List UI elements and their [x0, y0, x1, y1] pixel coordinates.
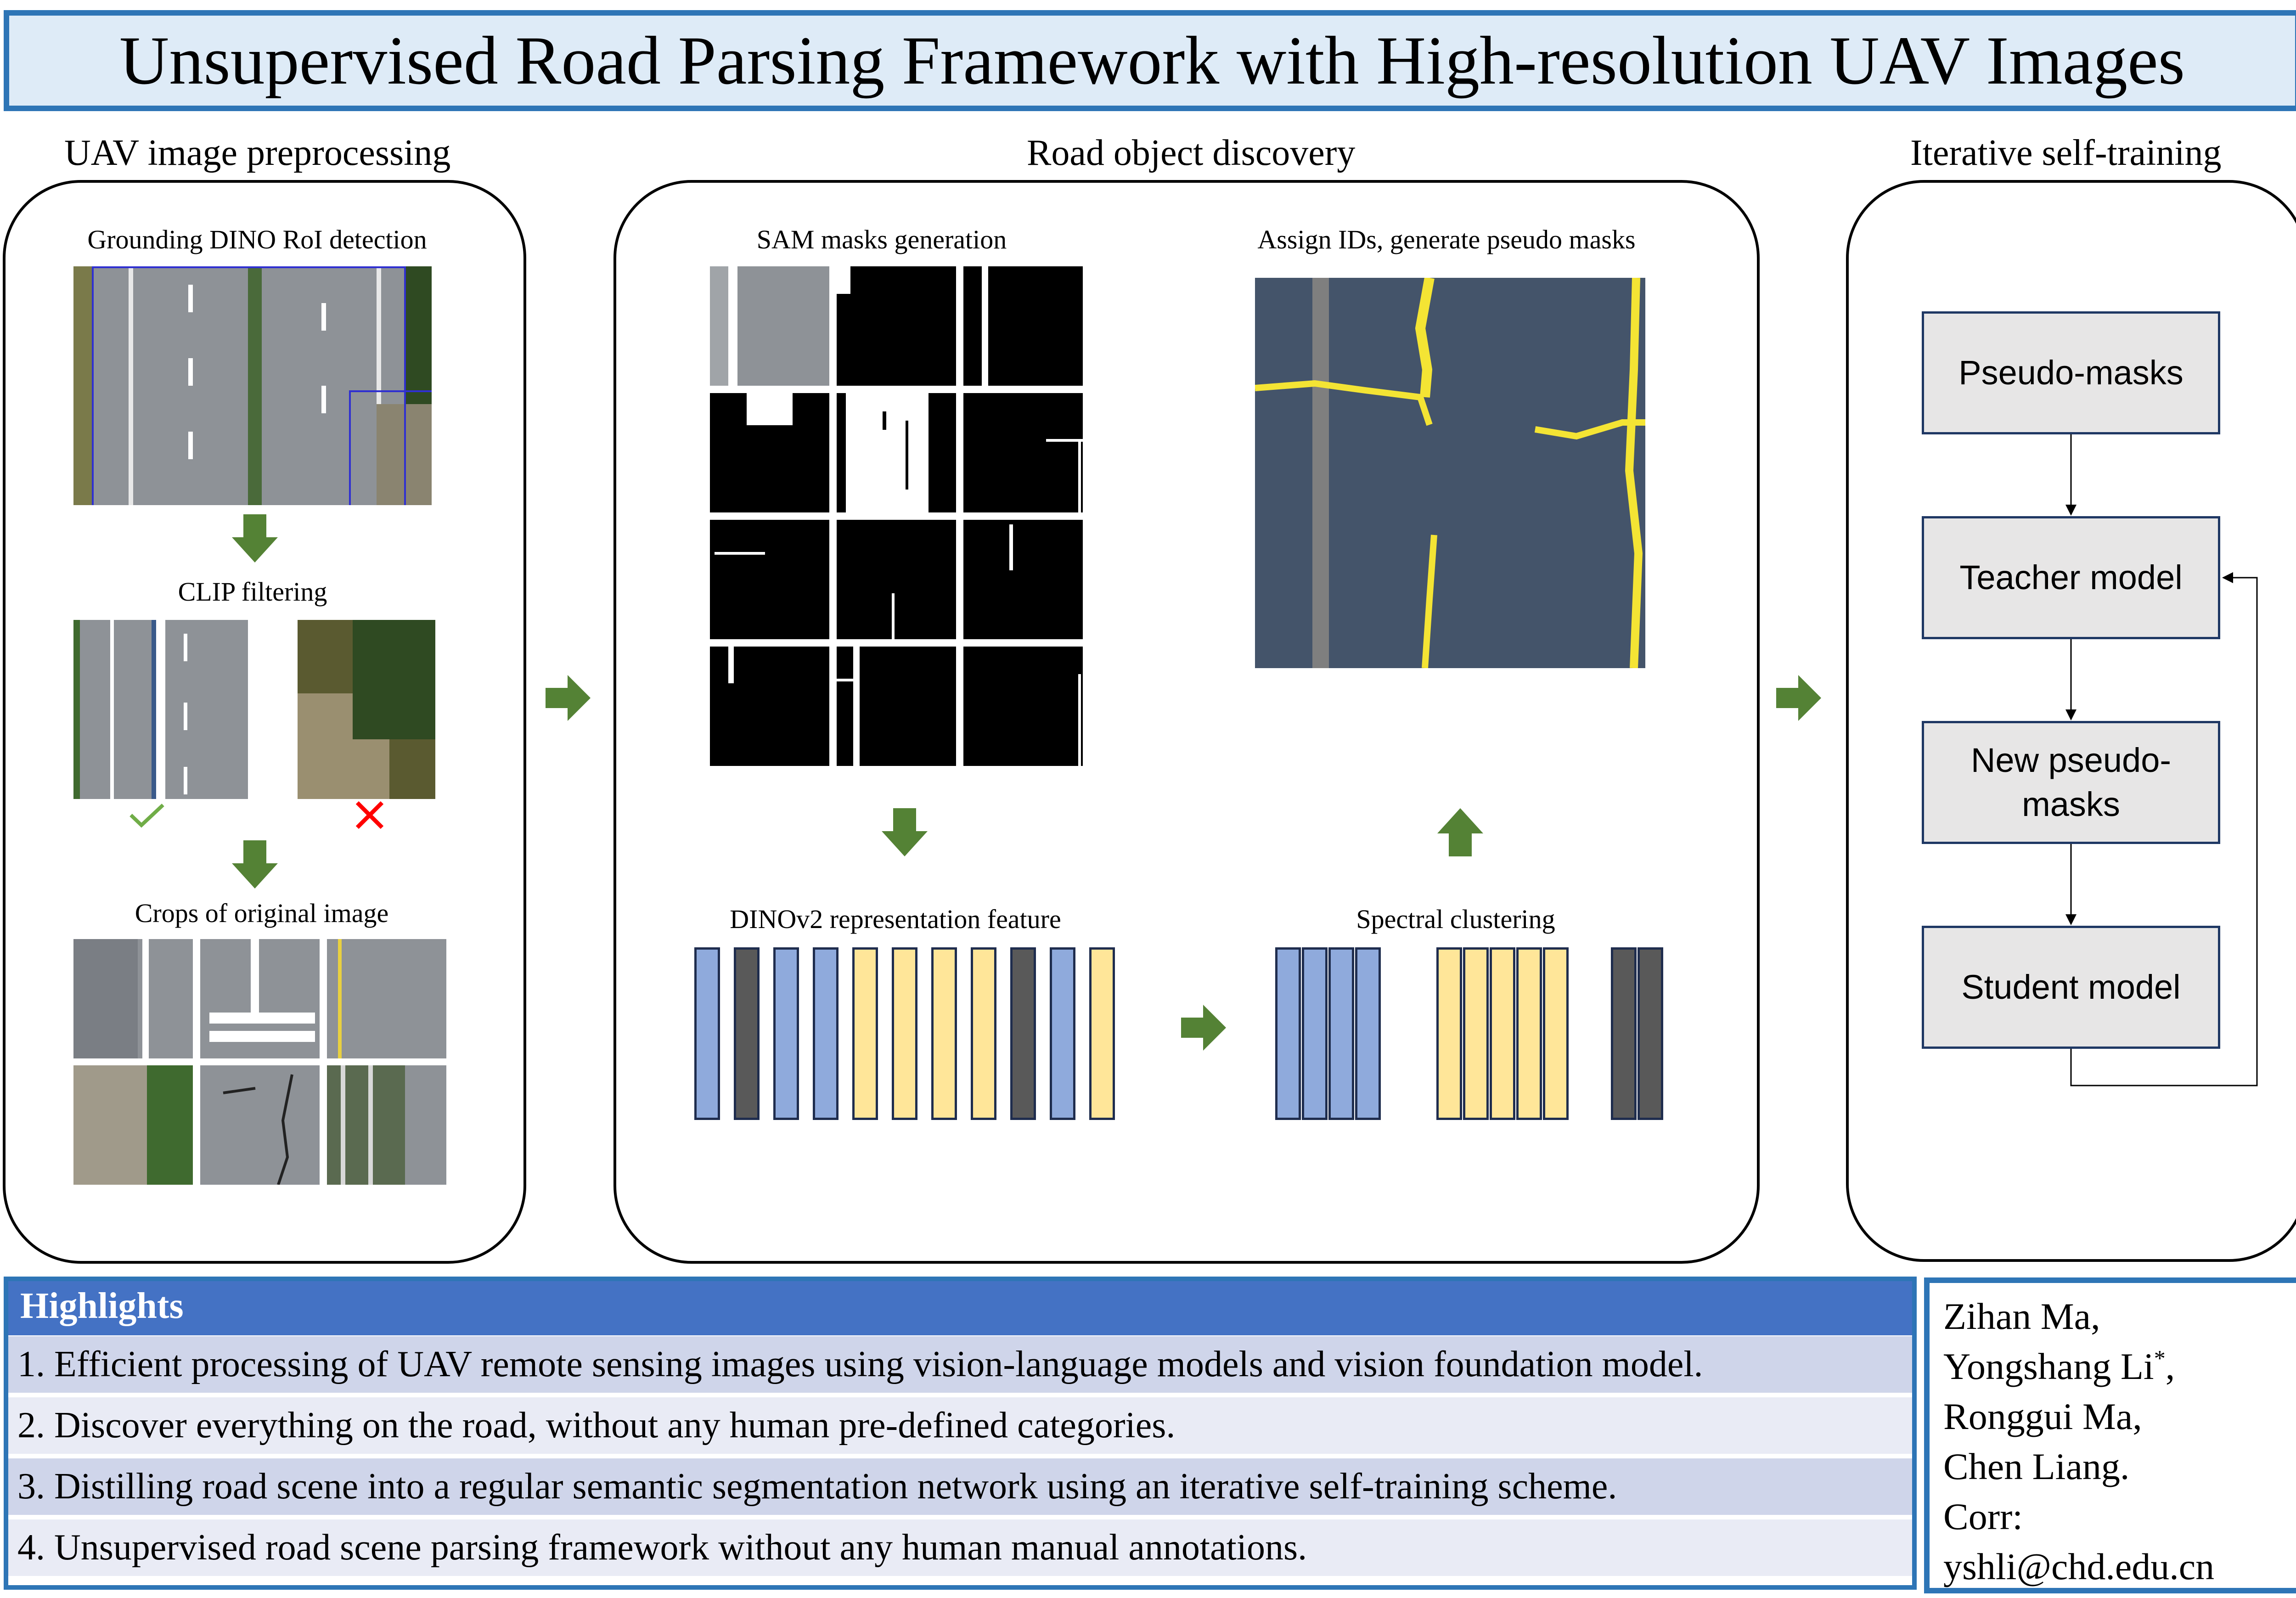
cluster-bar [1355, 947, 1381, 1120]
green-arrow-icon [882, 808, 928, 856]
section-title-training: Iterative self-training [1910, 133, 2222, 173]
feature-bar [1050, 947, 1075, 1120]
sam-mask [837, 520, 956, 639]
crop-image [327, 939, 446, 1058]
crop-image [327, 1065, 446, 1185]
clip-crop-1 [73, 620, 156, 799]
dinov2-label: DINOv2 representation feature [730, 904, 1061, 934]
sam-mask [710, 266, 829, 386]
cluster-bar [1436, 947, 1462, 1120]
check-icon [129, 804, 164, 828]
pseudo-masks-label: Pseudo-masks [1958, 353, 2183, 392]
pseudo-masks-box: Pseudo-masks [1922, 311, 2220, 434]
corresponding-mark: * [2154, 1345, 2166, 1371]
highlights-frame [4, 1277, 1917, 1590]
training-connectors [2065, 434, 2258, 1086]
clip-crop-rejected [298, 620, 435, 799]
crop-image [200, 1065, 320, 1185]
sam-mask [963, 266, 1083, 386]
section-title-discovery: Road object discovery [1027, 133, 1356, 173]
sam-label: SAM masks generation [756, 225, 1007, 254]
student-model-label: Student model [1961, 968, 2181, 1006]
authors-box: Zihan Ma, Yongshang Li*, Ronggui Ma, Che… [1924, 1277, 2296, 1593]
sam-mask [710, 520, 829, 639]
feature-bar [971, 947, 996, 1120]
sam-mask [963, 647, 1083, 766]
clip-crop-2 [165, 620, 248, 799]
author-comma: , [2165, 1345, 2175, 1388]
crop-image [200, 939, 320, 1058]
grounding-dino-image [73, 266, 432, 505]
crops-label: Crops of original image [135, 898, 389, 928]
highlight-item: 4. Unsupervised road scene parsing frame… [4, 1519, 1914, 1578]
sam-mask [837, 393, 956, 512]
feature-bar [694, 947, 720, 1120]
section-title-preprocessing: UAV image preprocessing [64, 133, 451, 173]
cluster-bar [1490, 947, 1515, 1120]
page-title: Unsupervised Road Parsing Framework with… [119, 23, 2185, 99]
green-arrow-icon [546, 675, 591, 721]
sam-mask [963, 520, 1083, 639]
pseudo-mask-image [1255, 278, 1645, 668]
sam-mask [710, 393, 829, 512]
title-banner: Unsupervised Road Parsing Framework with… [4, 10, 2296, 111]
author-name: Zihan Ma, [1943, 1295, 2100, 1337]
cluster-bar [1328, 947, 1354, 1120]
new-pseudo-masks-box: New pseudo- masks [1922, 721, 2220, 844]
green-arrow-icon [1437, 808, 1483, 856]
teacher-model-label: Teacher model [1959, 558, 2183, 596]
corr-email[interactable]: yshli@chd.edu.cn [1943, 1546, 2215, 1588]
new-pseudo-masks-label: New pseudo- masks [1970, 741, 2171, 823]
clip-filtering-label: CLIP filtering [178, 577, 327, 607]
feature-bar [734, 947, 760, 1120]
cluster-bar [1638, 947, 1663, 1120]
green-arrow-icon [232, 514, 278, 563]
sam-mask [837, 647, 956, 766]
cluster-bar [1516, 947, 1542, 1120]
spectral-label: Spectral clustering [1356, 904, 1555, 934]
sam-mask [837, 266, 956, 386]
teacher-model-box: Teacher model [1922, 516, 2220, 639]
cross-icon [355, 801, 384, 829]
corr-label: Corr: [1943, 1496, 2023, 1538]
crop-image [73, 939, 193, 1058]
green-arrow-icon [1776, 675, 1821, 721]
feature-bar [852, 947, 878, 1120]
highlight-item: 1. Efficient processing of UAV remote se… [4, 1336, 1914, 1395]
cluster-bar [1275, 947, 1301, 1120]
feature-bar [931, 947, 957, 1120]
grounding-dino-label: Grounding DINO RoI detection [87, 225, 427, 254]
feature-bar [773, 947, 799, 1120]
cluster-bar [1463, 947, 1489, 1120]
highlight-item: 3. Distilling road scene into a regular … [4, 1458, 1914, 1517]
cluster-bar [1543, 947, 1569, 1120]
feature-bar [892, 947, 917, 1120]
assign-label: Assign IDs, generate pseudo masks [1257, 225, 1636, 254]
feature-bar [1010, 947, 1036, 1120]
cluster-bar [1302, 947, 1328, 1120]
sam-mask [710, 647, 829, 766]
crop-image [73, 1065, 193, 1185]
author-name: Chen Liang. [1943, 1446, 2130, 1488]
green-arrow-icon [1181, 1005, 1226, 1051]
student-model-box: Student model [1922, 926, 2220, 1049]
highlights-header: Highlights [4, 1277, 1914, 1335]
highlight-item: 2. Discover everything on the road, with… [4, 1397, 1914, 1456]
author-name-corresponding: Yongshang Li*, [1943, 1345, 2175, 1388]
feature-bar [813, 947, 838, 1120]
cluster-bar [1611, 947, 1637, 1120]
feature-bar [1089, 947, 1115, 1120]
author-name: Ronggui Ma, [1943, 1395, 2142, 1438]
green-arrow-icon [232, 840, 278, 889]
sam-mask [963, 393, 1083, 512]
